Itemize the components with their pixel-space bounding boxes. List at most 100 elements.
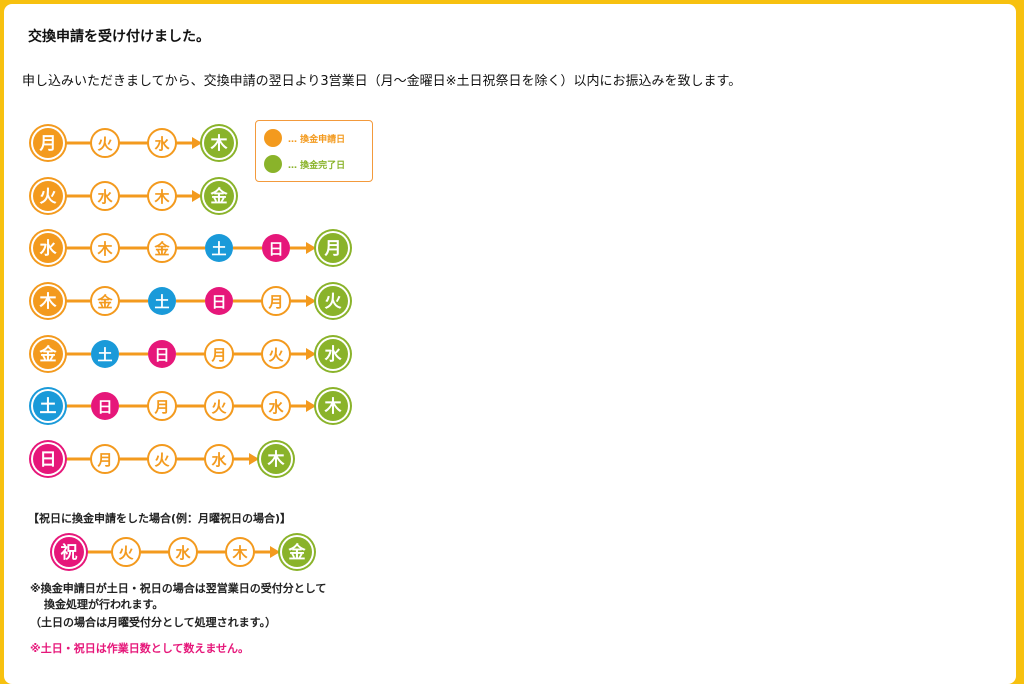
- schedule-day-label-5-4: 水: [268, 398, 284, 416]
- schedule-day-label-0-2: 水: [154, 135, 170, 153]
- schedule-day-circle-tue-1-0: [33, 181, 63, 211]
- schedule-day-label-3-5: 火: [325, 292, 343, 312]
- page-description: 申し込みいただきましてから、交換申請の翌日より3営業日（月～金曜日※土日祝祭日を…: [22, 74, 742, 89]
- schedule-day-label-2-2: 金: [153, 240, 170, 258]
- schedule-day-circle-sat-2-3: [205, 234, 233, 262]
- holiday-day-circle-holiday-0-0: [54, 537, 84, 567]
- holiday-day-label-0-2: 水: [175, 544, 191, 562]
- schedule-day-label-3-0: 木: [39, 291, 58, 312]
- schedule-day-circle-mon-6-1: [90, 444, 120, 474]
- schedule-day-circle-sat-4-1: [91, 340, 119, 368]
- schedule-day-label-5-3: 火: [211, 398, 227, 416]
- schedule-day-label-3-1: 金: [96, 293, 113, 311]
- schedule-arrow-5: [306, 400, 316, 412]
- schedule-day-label-1-1: 水: [97, 188, 113, 206]
- page-title: 交換申請を受け付けました。: [28, 29, 210, 45]
- schedule-day-circle-fri-2-2: [147, 233, 177, 263]
- schedule-day-label-6-1: 月: [96, 451, 112, 469]
- schedule-day-circle-thu-0-3: [204, 128, 234, 158]
- holiday-day-label-0-0: 祝: [61, 543, 78, 563]
- schedule-day-label-3-4: 月: [267, 293, 283, 311]
- holiday-day-label-0-1: 火: [118, 544, 134, 562]
- schedule-arrow-1: [192, 190, 202, 202]
- schedule-day-label-0-3: 木: [210, 133, 229, 154]
- schedule-day-label-4-0: 金: [39, 344, 58, 365]
- legend-request-dot: [264, 129, 282, 147]
- schedule-day-circle-fri-4-0: [33, 339, 63, 369]
- legend-request-row: … 換金申請日: [264, 129, 345, 147]
- schedule-day-circle-sun-6-0: [33, 444, 63, 474]
- schedule-day-label-0-1: 火: [97, 135, 113, 153]
- schedule-day-circle-thu-5-5: [318, 391, 348, 421]
- holiday-arrow-0: [270, 546, 280, 558]
- schedule-day-circle-sat-3-2: [148, 287, 176, 315]
- schedule-day-circle-mon-0-0: [33, 128, 63, 158]
- schedule-day-label-5-2: 月: [153, 398, 169, 416]
- schedule-day-circle-wed-2-0: [33, 233, 63, 263]
- holiday-day-circle-wed-0-2: [168, 537, 198, 567]
- holiday-day-label-0-3: 木: [231, 544, 248, 562]
- schedule-day-circle-mon-2-5: [318, 233, 348, 263]
- schedule-day-label-3-3: 日: [211, 293, 226, 311]
- schedule-day-label-6-3: 水: [211, 451, 227, 469]
- legend-complete-row: … 換金完了日: [264, 155, 345, 173]
- schedule-day-label-2-1: 木: [96, 240, 113, 258]
- legend-complete-dot: [264, 155, 282, 173]
- schedule-arrow-3: [306, 295, 316, 307]
- holiday-heading: 【祝日に換金申請をした場合(例：月曜祝日の場合)】: [28, 512, 292, 525]
- schedule-day-label-4-5: 水: [325, 344, 343, 365]
- schedule-day-circle-mon-4-3: [204, 339, 234, 369]
- schedule-arrow-6: [249, 453, 259, 465]
- holiday-day-circle-thu-0-3: [225, 537, 255, 567]
- schedule-day-label-3-2: 土: [154, 293, 169, 311]
- holiday-note-3: （土日の場合は月曜受付分として処理されます。）: [30, 616, 277, 629]
- schedule-day-circle-sun-5-1: [91, 392, 119, 420]
- schedule-day-label-4-3: 月: [210, 346, 226, 364]
- schedule-day-circle-fri-1-3: [204, 181, 234, 211]
- schedule-day-circle-thu-3-0: [33, 286, 63, 316]
- schedule-day-circle-sun-2-4: [262, 234, 290, 262]
- schedule-arrow-4: [306, 348, 316, 360]
- schedule-day-circle-wed-6-3: [204, 444, 234, 474]
- holiday-day-circle-fri-0-4: [282, 537, 312, 567]
- schedule-day-circle-tue-3-5: [318, 286, 348, 316]
- schedule-day-label-6-4: 木: [267, 449, 286, 470]
- schedule-day-label-5-1: 日: [97, 398, 112, 416]
- schedule-day-label-5-5: 木: [324, 396, 343, 417]
- schedule-day-label-2-4: 日: [268, 240, 283, 258]
- holiday-note-2: 換金処理が行われます。: [44, 598, 164, 611]
- schedule-day-circle-tue-5-3: [204, 391, 234, 421]
- schedule-day-label-6-0: 日: [40, 450, 57, 470]
- legend-box: … 換金申請日 … 換金完了日: [255, 120, 373, 182]
- schedule-arrow-2: [306, 242, 316, 254]
- schedule-day-label-5-0: 土: [40, 396, 57, 417]
- schedule-day-circle-tue-0-1: [90, 128, 120, 158]
- schedule-day-label-2-3: 土: [211, 240, 226, 258]
- schedule-day-circle-wed-4-5: [318, 339, 348, 369]
- schedule-day-label-4-1: 土: [97, 346, 112, 364]
- legend-complete-label: … 換金完了日: [288, 160, 346, 171]
- schedule-day-label-1-0: 火: [40, 187, 58, 207]
- holiday-note-pink: ※土日・祝日は作業日数として数えません。: [30, 642, 250, 655]
- schedule-day-circle-sat-5-0: [33, 391, 63, 421]
- schedule-day-label-6-2: 火: [154, 451, 170, 469]
- schedule-day-circle-wed-5-4: [261, 391, 291, 421]
- schedule-day-label-1-3: 金: [210, 186, 229, 207]
- schedule-day-label-4-4: 火: [268, 346, 284, 364]
- schedule-day-circle-wed-1-1: [90, 181, 120, 211]
- schedule-day-label-4-2: 日: [154, 346, 169, 364]
- schedule-day-label-0-0: 月: [39, 134, 57, 154]
- schedule-day-label-2-5: 月: [324, 239, 342, 259]
- schedule-day-circle-mon-5-2: [147, 391, 177, 421]
- holiday-note-1: ※換金申請日が土日・祝日の場合は翌営業日の受付分として: [30, 582, 327, 595]
- schedule-day-circle-thu-6-4: [261, 444, 291, 474]
- schedule-day-circle-mon-3-4: [261, 286, 291, 316]
- legend-request-label: … 換金申請日: [288, 134, 346, 145]
- schedule-day-circle-tue-4-4: [261, 339, 291, 369]
- schedule-day-circle-tue-6-2: [147, 444, 177, 474]
- schedule-day-label-1-2: 木: [153, 188, 170, 206]
- schedule-day-circle-fri-3-1: [90, 286, 120, 316]
- schedule-day-circle-sun-4-2: [148, 340, 176, 368]
- schedule-day-label-2-0: 水: [40, 238, 58, 259]
- schedule-day-circle-sun-3-3: [205, 287, 233, 315]
